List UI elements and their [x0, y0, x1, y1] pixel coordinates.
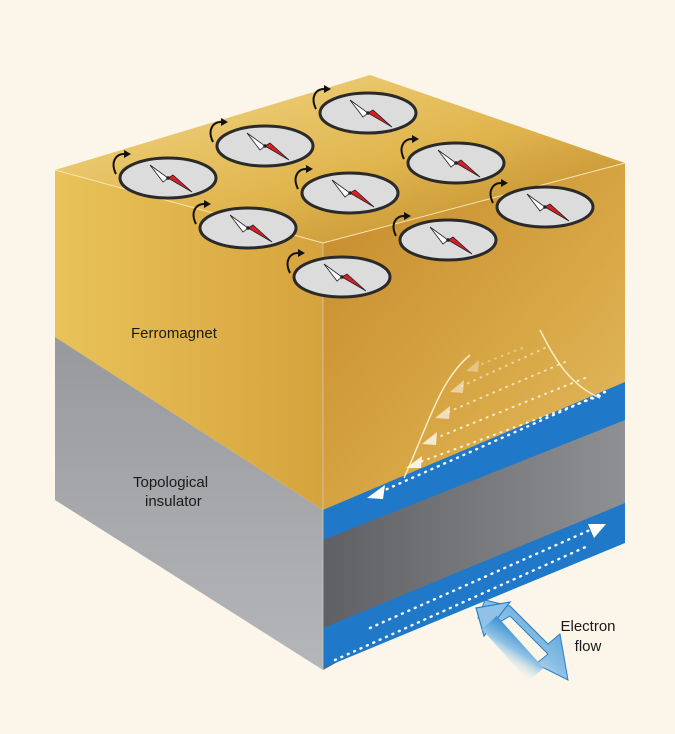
compass-icon: [312, 85, 418, 135]
rotation-arrow-icon: [312, 88, 325, 110]
compass-icon: [392, 212, 498, 262]
topological-insulator-label-line1: Topological: [133, 474, 208, 491]
rotation-arrow-icon: [400, 138, 413, 160]
compass-icon: [294, 165, 400, 215]
compass-icon: [286, 249, 392, 299]
edge-current-upper: [367, 390, 607, 499]
rotation-arrow-icon: [392, 215, 405, 237]
ferromagnet-left-face: [55, 170, 323, 510]
electron-flow-arrow-icon: [475, 599, 569, 682]
rotation-arrow-icon: [112, 153, 125, 175]
rotation-arrow-icon: [286, 252, 299, 274]
fan-curve-inner: [539, 329, 601, 399]
compass-icon: [209, 118, 315, 168]
compass-icon: [400, 135, 506, 185]
edge-channel-lower: [323, 503, 625, 668]
cube-left-face: [55, 170, 323, 670]
spin-current-fan: [403, 329, 601, 479]
edge-current-lower-2: [368, 528, 592, 630]
ferromagnet-right-face: [323, 163, 625, 510]
rotation-arrow-icon: [209, 121, 222, 143]
compass-icon: [192, 200, 298, 250]
compass-icon: [489, 179, 595, 229]
edge-current-lower: [333, 524, 606, 662]
fan-curve-outer: [403, 354, 471, 479]
ferromagnet-top-face: [55, 75, 625, 243]
edge-channel-upper: [323, 382, 625, 540]
rotation-arrow-icon: [489, 182, 502, 204]
current-arrowhead-left: [367, 485, 385, 499]
ferromagnet-label: Ferromagnet: [131, 325, 218, 342]
topological-insulator-left-face: [55, 337, 323, 670]
topological-insulator-label-line2: insulator: [145, 493, 202, 510]
compass-icon: [112, 150, 218, 200]
electron-flow-label-line1: Electron: [560, 618, 615, 635]
rotation-arrow-icon: [192, 203, 205, 225]
cube-right-face: [323, 163, 625, 670]
current-arrowhead-right: [588, 524, 606, 538]
compass-grid: [112, 85, 595, 299]
electron-flow-label-line2: flow: [575, 638, 602, 655]
rotation-arrow-icon: [294, 168, 307, 190]
